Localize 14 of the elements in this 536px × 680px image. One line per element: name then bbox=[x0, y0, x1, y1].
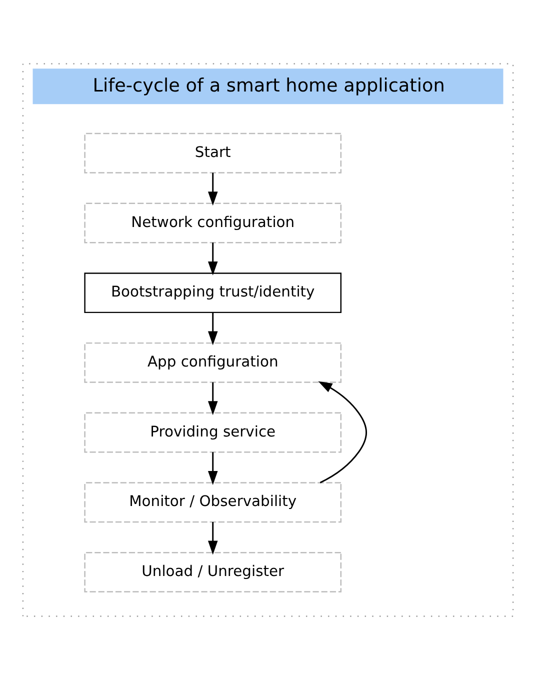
arrow bbox=[318, 381, 368, 484]
arrow bbox=[208, 242, 218, 276]
arrow bbox=[208, 312, 218, 346]
arrow bbox=[208, 522, 218, 555]
node-box: Providing service bbox=[84, 412, 342, 453]
node-box: Monitor / Observability bbox=[84, 482, 342, 523]
node-box: App configuration bbox=[84, 342, 342, 383]
node-box: Network configuration bbox=[84, 202, 342, 244]
arrow bbox=[208, 452, 218, 485]
node-box: Start bbox=[84, 132, 342, 174]
arrow bbox=[208, 172, 218, 206]
node-box: Bootstrapping trust/identity bbox=[84, 272, 342, 314]
node-box: Unload / Unregister bbox=[84, 552, 342, 592]
arrow bbox=[208, 382, 218, 416]
